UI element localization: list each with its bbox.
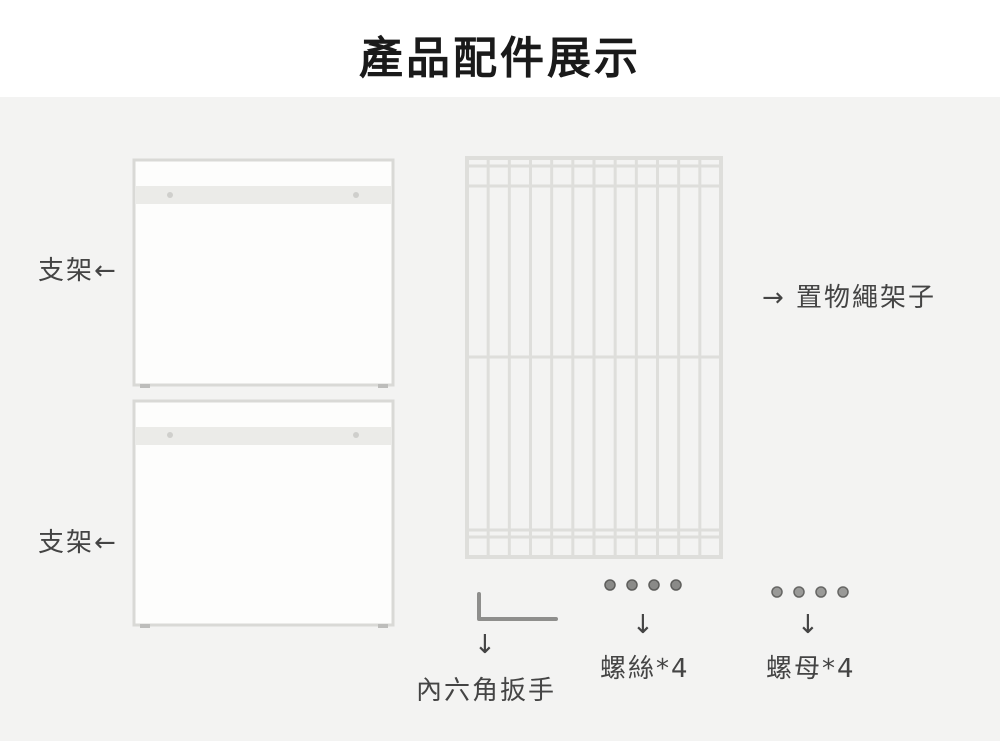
label-screws: 螺絲*4 [600, 654, 690, 684]
arrow-down-nuts: ↓ [797, 610, 819, 640]
hex-key [477, 592, 558, 621]
label-hex-key: 內六角扳手 [416, 676, 557, 706]
nuts [771, 586, 849, 598]
bracket-top [132, 158, 395, 388]
wire-rack [465, 156, 723, 559]
screws [604, 579, 682, 591]
label-bracket-bottom: 支架← [38, 528, 118, 558]
label-bracket-top: 支架← [38, 256, 118, 286]
label-nuts: 螺母*4 [766, 654, 856, 684]
arrow-down-hex-key: ↓ [474, 630, 496, 660]
page-title: 產品配件展示 [359, 33, 641, 84]
arrow-down-screws: ↓ [632, 610, 654, 640]
label-rack: → 置物繩架子 [762, 283, 937, 313]
header: 產品配件展示 [0, 0, 1000, 97]
bracket-bottom [132, 399, 395, 628]
